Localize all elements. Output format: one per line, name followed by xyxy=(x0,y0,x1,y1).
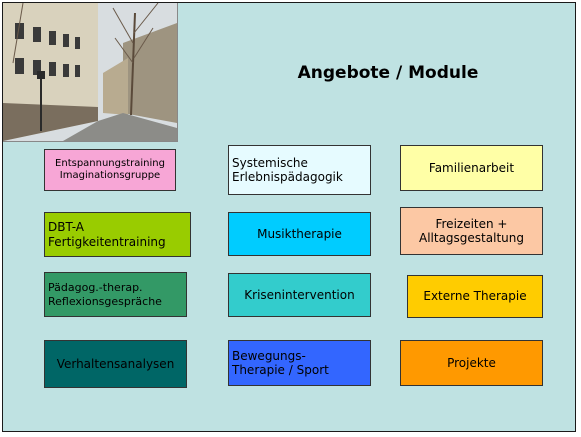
module-familienarbeit-label: Familienarbeit xyxy=(428,160,515,175)
module-dbt-label: DBT-A Fertigkeitentraining xyxy=(48,220,166,249)
module-dbt: DBT-A Fertigkeitentraining xyxy=(44,212,191,257)
module-paedagog-label: Pädagog.-therap. Reflexionsgespräche xyxy=(48,281,162,308)
module-bewegung-label: Bewegungs- Therapie / Sport xyxy=(232,348,329,377)
module-systemische: Systemische Erlebnispädagogik xyxy=(228,145,371,195)
module-freizeiten-label: Freizeiten + Alltagsgestaltung xyxy=(419,216,524,245)
module-familienarbeit: Familienarbeit xyxy=(400,145,543,191)
module-projekte-label: Projekte xyxy=(447,355,496,370)
module-entspannung: Entspannungstraining Imaginationsgruppe xyxy=(44,149,176,191)
module-projekte: Projekte xyxy=(400,340,543,386)
slide: Angebote / Module Entspannungstraining I… xyxy=(2,2,576,432)
page-title: Angebote / Module xyxy=(297,63,479,83)
module-externe: Externe Therapie xyxy=(407,275,543,318)
module-paedagog: Pädagog.-therap. Reflexionsgespräche xyxy=(44,272,187,317)
module-krisen: Krisenintervention xyxy=(228,273,371,317)
street-photo xyxy=(3,3,178,142)
module-freizeiten: Freizeiten + Alltagsgestaltung xyxy=(400,207,543,255)
module-verhalten: Verhaltensanalysen xyxy=(44,340,187,388)
module-musiktherapie: Musiktherapie xyxy=(228,212,371,256)
module-externe-label: Externe Therapie xyxy=(423,289,527,304)
module-krisen-label: Krisenintervention xyxy=(244,287,355,302)
module-musiktherapie-label: Musiktherapie xyxy=(257,226,342,241)
module-entspannung-label: Entspannungstraining Imaginationsgruppe xyxy=(55,158,165,181)
module-bewegung: Bewegungs- Therapie / Sport xyxy=(228,340,371,386)
module-systemische-label: Systemische Erlebnispädagogik xyxy=(232,155,343,184)
module-verhalten-label: Verhaltensanalysen xyxy=(56,356,175,371)
